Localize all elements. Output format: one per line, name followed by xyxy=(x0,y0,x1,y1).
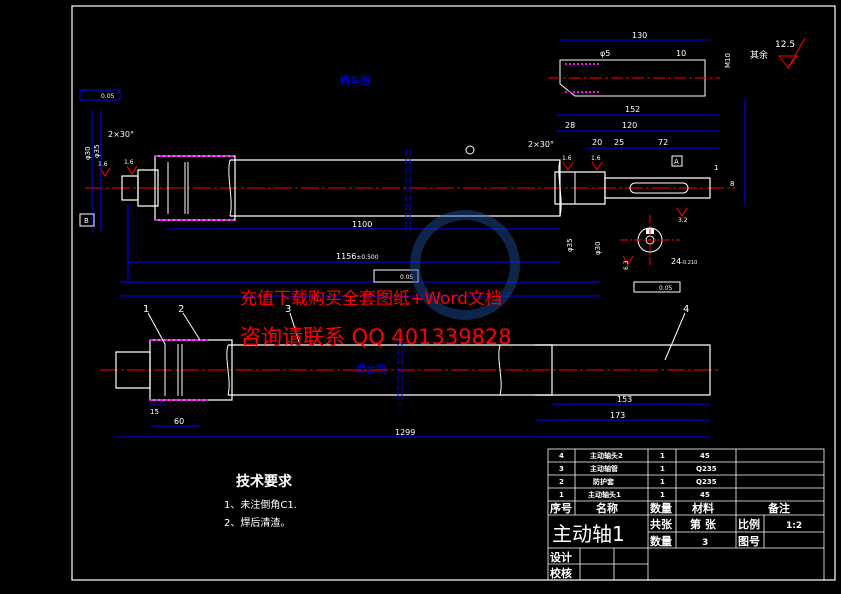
svg-text:1: 1 xyxy=(559,491,564,499)
svg-text:1: 1 xyxy=(660,465,665,473)
dimension-text: 173 xyxy=(610,411,625,420)
svg-text:主动轴头1: 主动轴头1 xyxy=(588,490,621,499)
svg-text:6.3: 6.3 xyxy=(623,260,630,270)
svg-text:数量: 数量 xyxy=(650,534,672,548)
svg-text:比例: 比例 xyxy=(738,517,760,531)
dimension-text: 72 xyxy=(658,138,668,147)
part-number: 3 xyxy=(285,304,291,315)
rest-roughness-value: 12.5 xyxy=(775,40,795,50)
dimension-text: 120 xyxy=(622,121,637,130)
parts-list-text: 4 主动轴头2 1 45 3 主动轴管 1 Q235 2 防护套 1 Q235 … xyxy=(559,451,717,499)
title-block: 主动轴1 共张 第 张 比例 1:2 数量 3 图号 设计 校核 xyxy=(550,517,802,580)
dimension-text: 1299 xyxy=(395,428,415,437)
svg-text:图号: 图号 xyxy=(738,535,760,548)
dimension-text: φ30 xyxy=(84,146,92,160)
svg-text:1: 1 xyxy=(660,478,665,486)
svg-text:3: 3 xyxy=(559,465,564,473)
svg-text:3: 3 xyxy=(702,538,708,548)
svg-text:序号: 序号 xyxy=(550,501,572,515)
watermark-line-2: 咨询请联系 QQ 401339828 xyxy=(240,325,512,349)
tolerance-text: 0.05 xyxy=(400,274,414,281)
tech-item: 2、焊后清渣。 xyxy=(224,516,290,529)
dimension-text: 25 xyxy=(614,138,624,147)
datum-label: A xyxy=(674,158,679,166)
svg-text:4: 4 xyxy=(559,452,564,460)
roughness-symbol: 1.6 xyxy=(562,155,574,171)
svg-text:主动轴管: 主动轴管 xyxy=(590,464,618,473)
svg-text:校核: 校核 xyxy=(550,566,572,580)
dimension-text: 1100 xyxy=(352,220,372,229)
chamfer-label: 2×30° xyxy=(108,130,134,139)
svg-text:数量: 数量 xyxy=(650,501,672,515)
part-number: 4 xyxy=(683,304,689,315)
svg-text:2: 2 xyxy=(559,478,564,486)
dimension-text: M10 xyxy=(724,53,732,68)
svg-text:Q235: Q235 xyxy=(696,465,717,473)
svg-text:设计: 设计 xyxy=(550,550,572,564)
rest-roughness-label: 其余 xyxy=(750,49,768,61)
part-name-title: 主动轴1 xyxy=(552,522,625,546)
svg-text:1: 1 xyxy=(660,491,665,499)
dimension-text: 24-0.210 xyxy=(671,257,697,266)
roughness-symbol: 3.2 xyxy=(676,207,688,224)
tolerance-text: 0.05 xyxy=(101,93,115,100)
svg-text:1.6: 1.6 xyxy=(98,161,108,168)
dimension-text: 152 xyxy=(625,105,640,114)
svg-text:共张: 共张 xyxy=(650,517,673,531)
dimension-text: 15 xyxy=(150,408,159,416)
svg-text:第 张: 第 张 xyxy=(690,517,717,531)
svg-text:1: 1 xyxy=(660,452,665,460)
dimension-text: 130 xyxy=(632,31,647,40)
svg-text:3.2: 3.2 xyxy=(678,217,688,224)
watermark-logo xyxy=(410,210,520,320)
svg-text:名称: 名称 xyxy=(596,501,618,515)
top-view-label: 精车图 xyxy=(340,74,370,87)
roughness-symbol: 1.6 xyxy=(591,155,603,171)
dimension-text: φ35 xyxy=(93,144,101,158)
svg-text:45: 45 xyxy=(700,452,710,460)
dimension-text: 20 xyxy=(592,138,602,147)
svg-text:备注: 备注 xyxy=(767,501,790,515)
chamfer-label: 2×30° xyxy=(528,140,554,149)
bottom-view: 焊合图 1 2 3 4 15 60 1299 153 173 xyxy=(100,304,720,438)
part-number: 1 xyxy=(143,304,149,315)
dimension-text: φ5 xyxy=(600,49,610,58)
svg-text:主动轴头2: 主动轴头2 xyxy=(590,451,623,460)
watermark-line-1: 充值下载购买全套图纸+Word文档 xyxy=(240,289,502,309)
dimension-text: φ35 xyxy=(566,238,574,252)
svg-text:防护套: 防护套 xyxy=(593,477,615,486)
svg-text:材料: 材料 xyxy=(692,501,714,515)
svg-text:1.6: 1.6 xyxy=(124,159,134,166)
drawing-frame xyxy=(71,5,836,581)
dimension-text: 28 xyxy=(565,121,575,130)
dimension-text: 10 xyxy=(676,49,686,58)
tolerance-text: 0.05 xyxy=(659,285,673,292)
part-number: 2 xyxy=(178,304,184,315)
roughness-symbol: 1.6 xyxy=(124,159,138,175)
dimension-text: 153 xyxy=(617,395,632,404)
dimension-text: φ30 xyxy=(594,241,602,255)
tech-title: 技术要求 xyxy=(236,473,293,490)
parts-list-header: 序号 名称 数量 材料 备注 xyxy=(550,501,790,515)
svg-text:45: 45 xyxy=(700,491,710,499)
svg-text:1.6: 1.6 xyxy=(591,155,601,162)
svg-text:1.6: 1.6 xyxy=(562,155,572,162)
top-view: 精车图 1.6 1.6 xyxy=(79,31,806,297)
datum-label: B xyxy=(84,217,89,225)
svg-text:1:2: 1:2 xyxy=(786,521,802,531)
svg-text:Q235: Q235 xyxy=(696,478,717,486)
dimension-text: 8 xyxy=(730,180,734,188)
roughness-symbol: 1.6 xyxy=(98,161,111,177)
parts-list xyxy=(547,448,825,581)
dimension-text: 60 xyxy=(174,417,184,426)
tech-item: 1、未注倒角C1. xyxy=(224,498,297,511)
dimension-text: 1 xyxy=(714,164,718,172)
dimension-text: 1156±0.500 xyxy=(336,252,379,261)
